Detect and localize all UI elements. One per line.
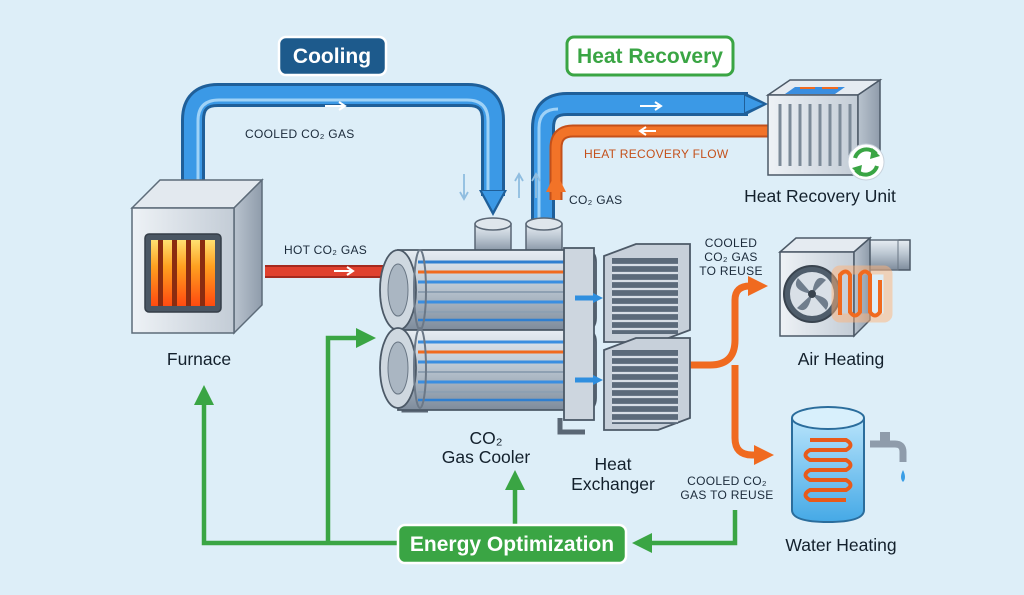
badge-energy-optimization: Energy Optimization bbox=[396, 523, 628, 565]
badge-heat-recovery-label: Heat Recovery bbox=[577, 45, 723, 68]
heat-exchanger bbox=[603, 243, 691, 431]
label-heat-recovery-unit: Heat Recovery Unit bbox=[744, 186, 896, 206]
flow-direction-icon bbox=[638, 126, 656, 136]
heat-recovery-unit bbox=[765, 78, 885, 181]
label-reuse-top-1: COOLED bbox=[705, 236, 758, 250]
heat-recovery-flow-pipe bbox=[546, 124, 768, 200]
label-gas-cooler-1: CO₂ bbox=[469, 428, 502, 448]
reuse-pipes bbox=[690, 276, 774, 465]
heating-coil-icon bbox=[831, 265, 893, 323]
gas-cooler-assembly bbox=[379, 217, 603, 435]
faucet-icon bbox=[880, 432, 890, 442]
air-heating-unit bbox=[778, 236, 911, 338]
label-co2-gas: CO₂ GAS bbox=[569, 193, 622, 207]
furnace bbox=[130, 178, 264, 335]
badge-heat-recovery: Heat Recovery bbox=[565, 35, 735, 77]
flow-direction-icon bbox=[334, 266, 355, 276]
label-furnace: Furnace bbox=[167, 349, 231, 369]
label-heat-exchanger-2: Exchanger bbox=[571, 474, 655, 494]
fan-icon bbox=[783, 265, 841, 323]
label-reuse-top-3: TO REUSE bbox=[699, 264, 763, 278]
badge-cooling-label: Cooling bbox=[293, 45, 371, 68]
water-drop-icon bbox=[901, 470, 905, 482]
energy-optimization-loop bbox=[194, 328, 738, 553]
cooler-tubes-upper bbox=[418, 260, 578, 322]
label-heat-exchanger-1: Heat bbox=[595, 454, 632, 474]
label-reuse-bottom-1: COOLED CO₂ bbox=[687, 474, 767, 488]
label-water-heating: Water Heating bbox=[785, 535, 896, 555]
flow-hint-icons bbox=[459, 172, 541, 201]
label-hot-co2-gas: HOT CO₂ GAS bbox=[284, 243, 367, 257]
flow-direction-icon bbox=[640, 101, 663, 111]
label-reuse-top-2: CO₂ GAS bbox=[704, 250, 757, 264]
badge-cooling: Cooling bbox=[277, 35, 388, 77]
heat-recovery-pipe bbox=[531, 92, 768, 228]
label-heat-recovery-flow: HEAT RECOVERY FLOW bbox=[584, 147, 729, 161]
water-heating-tank bbox=[791, 406, 907, 524]
label-air-heating: Air Heating bbox=[798, 349, 885, 369]
label-gas-cooler-2: Gas Cooler bbox=[442, 447, 531, 467]
label-reuse-bottom-2: GAS TO REUSE bbox=[680, 488, 773, 502]
cooling-pipe bbox=[181, 83, 507, 216]
heating-coil-icon bbox=[803, 438, 853, 502]
cooler-tubes-lower bbox=[418, 340, 578, 402]
recycle-icon bbox=[847, 143, 885, 181]
label-cooled-co2-gas: COOLED CO₂ GAS bbox=[245, 127, 355, 141]
hot-gas-pipe bbox=[265, 265, 395, 278]
badge-energy-optimization-label: Energy Optimization bbox=[410, 533, 614, 556]
